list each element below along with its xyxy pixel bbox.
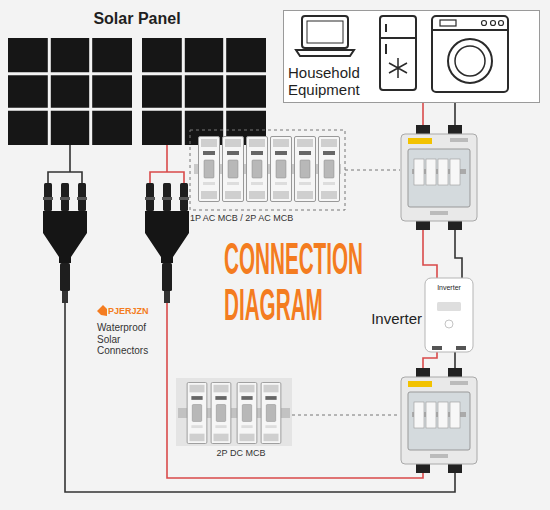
part-label: Inverter bbox=[352, 310, 422, 327]
dc-combiner-box bbox=[401, 368, 477, 473]
dashed-frame bbox=[190, 130, 345, 210]
brand-mark bbox=[97, 305, 107, 316]
part-label: 1P AC MCB / 2P AC MCB bbox=[190, 213, 350, 223]
node-text: Inverter bbox=[437, 284, 461, 292]
inverter-box: Inverter bbox=[425, 278, 473, 352]
diagram-title: CONNECTION DIAGRAM bbox=[224, 236, 370, 328]
leader-line bbox=[292, 415, 400, 416]
node-text: Household Equipment bbox=[288, 64, 373, 99]
wires bbox=[48, 103, 462, 492]
solar-panel bbox=[8, 38, 266, 145]
inverter-device bbox=[425, 278, 473, 352]
mcb-ground bbox=[176, 378, 292, 446]
ac-breakers bbox=[199, 137, 340, 202]
appliance-icons bbox=[296, 16, 508, 92]
part-label: Waterproof Solar Connectors bbox=[97, 322, 155, 357]
branch-connector bbox=[43, 183, 87, 303]
branch-connector bbox=[145, 183, 189, 303]
equipment-box-fill bbox=[283, 10, 540, 103]
equipment-box: Household Equipment bbox=[283, 10, 540, 103]
panel-label: Solar Panel bbox=[62, 10, 212, 28]
brand-logo: PJERJZN bbox=[108, 306, 168, 316]
ac-combiner-box bbox=[401, 125, 477, 230]
dc-breakers bbox=[187, 382, 281, 443]
leader-line bbox=[345, 170, 400, 171]
part-label: 2P DC MCB bbox=[196, 448, 286, 458]
